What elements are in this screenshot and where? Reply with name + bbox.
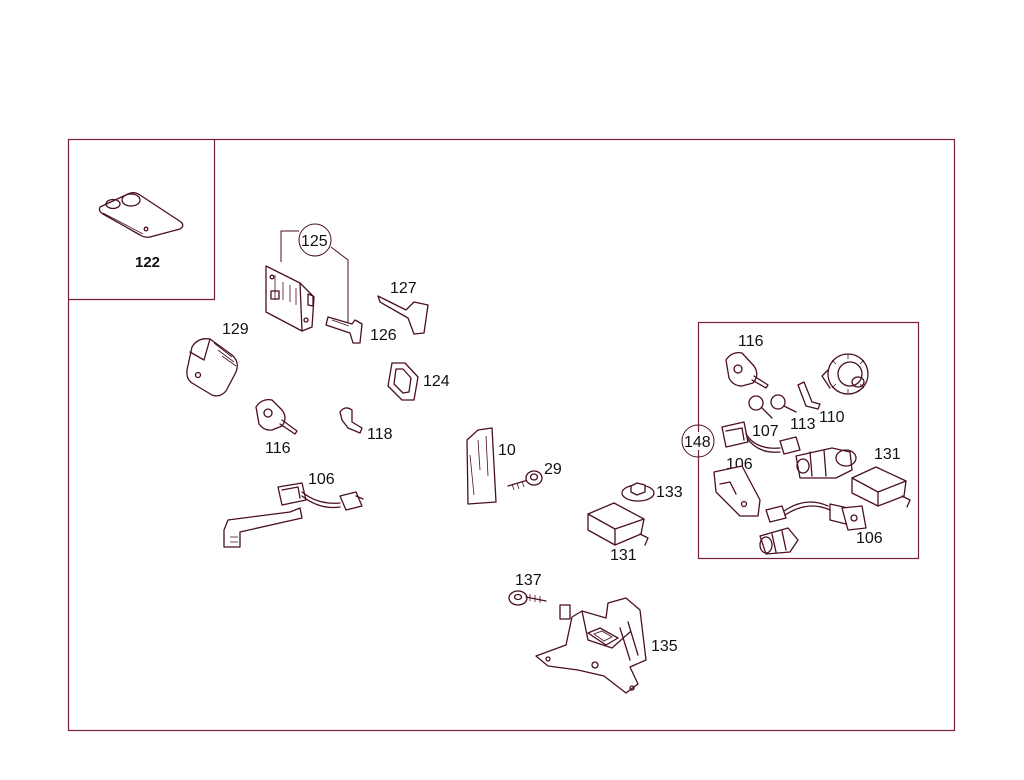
callout-124: 124 xyxy=(423,373,450,390)
part-135-bracket: 135 xyxy=(535,597,678,694)
callout-110: 110 xyxy=(819,409,845,426)
part-122-cover xyxy=(98,192,184,238)
callout-148: 148 xyxy=(684,434,711,451)
part-106-handle-left: 106 xyxy=(223,471,364,548)
part-125-plate xyxy=(265,265,315,332)
callout-133: 133 xyxy=(656,484,683,501)
callout-106-right: 106 xyxy=(856,530,883,547)
callout-116-right: 116 xyxy=(738,333,764,350)
callout-137: 137 xyxy=(515,572,542,589)
part-110-cylinder: 110 xyxy=(819,353,869,426)
callout-circle-125 xyxy=(298,223,332,257)
part-113-tumblers: 113 xyxy=(748,381,821,433)
part-cylinder-lower xyxy=(759,527,799,555)
part-107-harness: 107 106 xyxy=(721,421,801,473)
callout-131-right: 131 xyxy=(874,446,901,463)
subassembly-148: 148 116 110 113 xyxy=(681,321,920,560)
part-116-fob-left: 116 xyxy=(255,399,298,457)
part-handle-plate xyxy=(713,465,761,517)
part-131-unit-center: 131 xyxy=(587,502,649,564)
part-127-key: 127 xyxy=(377,280,429,335)
callout-116-left: 116 xyxy=(265,440,291,457)
part-116-fob-right: 116 xyxy=(725,333,769,389)
callout-118: 118 xyxy=(367,426,393,443)
callout-10: 10 xyxy=(498,442,516,459)
callout-129: 129 xyxy=(222,321,249,338)
inset-box-122: 122 xyxy=(68,139,216,301)
part-133-nut: 133 xyxy=(621,482,683,502)
part-124-seal: 124 xyxy=(387,362,450,401)
callout-131-center: 131 xyxy=(610,547,637,564)
callout-126: 126 xyxy=(370,327,397,344)
callout-107: 107 xyxy=(752,423,779,440)
part-118-clip: 118 xyxy=(339,407,393,443)
part-106-harness-right: 106 xyxy=(765,501,883,547)
part-131-unit-right: 131 xyxy=(851,446,911,508)
part-126-key: 126 xyxy=(325,316,397,344)
callout-circle-148 xyxy=(681,424,715,458)
part-10-panel: 10 xyxy=(466,427,516,505)
callout-106-left: 106 xyxy=(308,471,335,488)
diagram-frame xyxy=(67,138,956,732)
part-137-screw: 137 xyxy=(508,572,547,606)
part-actuator xyxy=(795,447,857,479)
callout-113: 113 xyxy=(790,416,816,433)
inset-label-122: 122 xyxy=(135,254,160,271)
callout-135: 135 xyxy=(651,638,678,655)
callout-125: 125 xyxy=(301,233,328,250)
part-29-screw: 29 xyxy=(507,461,562,491)
part-125-group: 125 xyxy=(265,223,349,332)
callout-127: 127 xyxy=(390,280,417,297)
callout-29: 29 xyxy=(544,461,562,478)
part-129-housing: 129 xyxy=(186,321,249,397)
